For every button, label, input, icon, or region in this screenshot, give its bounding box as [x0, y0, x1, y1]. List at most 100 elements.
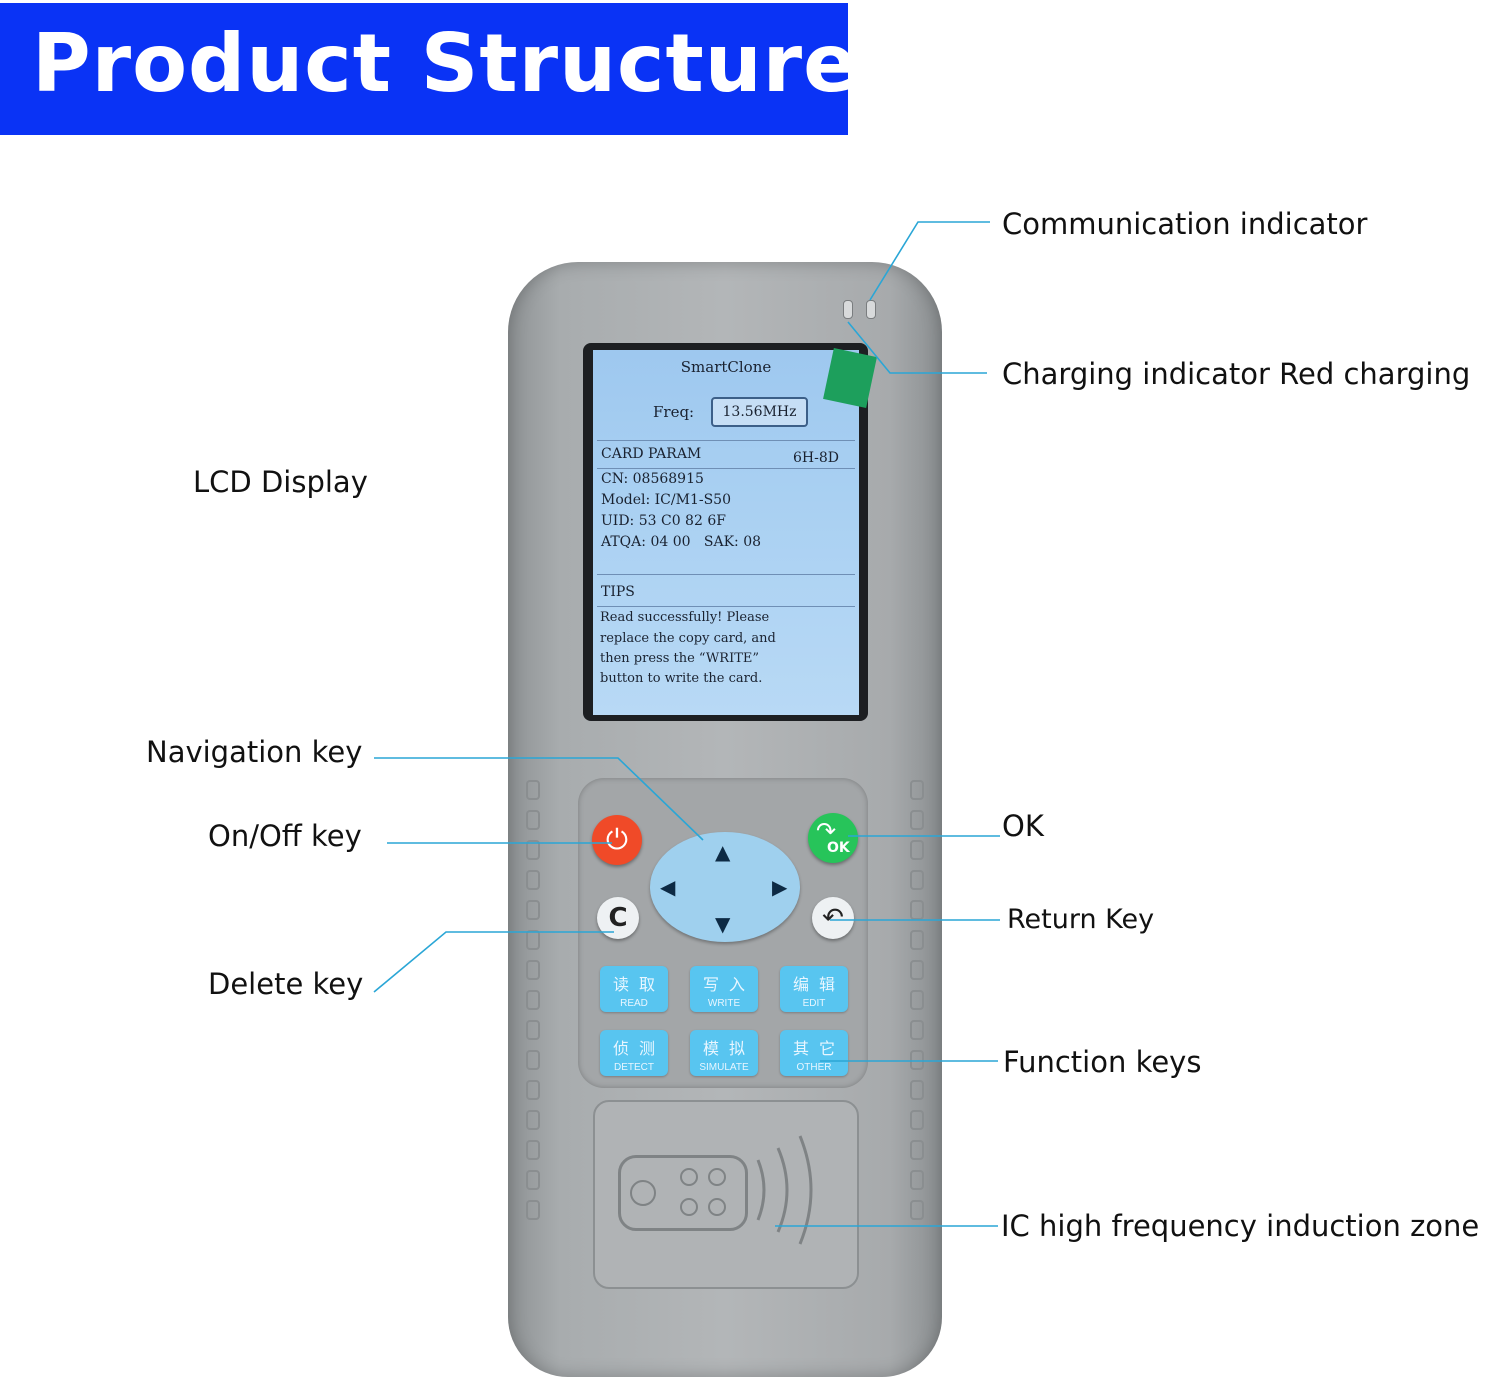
label-on-off-key: On/Off key	[208, 819, 362, 853]
ok-button[interactable]: ↷ OK	[808, 813, 858, 863]
lcd-display: SmartClone Freq: 13.56MHz CARD PARAM 6H-…	[593, 350, 859, 715]
screen-divider	[597, 606, 855, 607]
card-atqa-sak: ATQA: 04 00 SAK: 08	[601, 534, 762, 550]
label-delete-key: Delete key	[208, 967, 364, 1001]
grip	[526, 870, 540, 890]
edit-key-en: EDIT	[802, 998, 826, 1009]
power-button[interactable]: ⏻	[592, 815, 642, 865]
grip	[526, 840, 540, 860]
grip	[910, 810, 924, 830]
tip-line: replace the copy card, and	[600, 631, 776, 646]
card-uid: UID: 53 C0 82 6F	[601, 513, 726, 529]
tip-line: button to write the card.	[600, 671, 763, 686]
nav-right-icon[interactable]: ▶	[772, 875, 788, 899]
read-key-cn: 读取	[612, 975, 665, 994]
return-button[interactable]: ↶	[812, 897, 854, 939]
simulate-key-en: SIMULATE	[699, 1062, 749, 1073]
grip	[910, 1200, 924, 1220]
detect-button[interactable]: 侦测 DETECT	[600, 1030, 668, 1076]
other-key-en: OTHER	[796, 1062, 832, 1073]
grip	[526, 1200, 540, 1220]
chip-dot	[680, 1168, 698, 1186]
label-navigation-key: Navigation key	[146, 735, 363, 769]
chip-dot	[708, 1168, 726, 1186]
write-button[interactable]: 写入 WRITE	[690, 966, 758, 1012]
chip-dot	[630, 1180, 656, 1206]
grip	[526, 1140, 540, 1160]
grip	[910, 1050, 924, 1070]
nav-up-icon[interactable]: ▲	[715, 840, 731, 864]
write-key-en: WRITE	[707, 998, 741, 1009]
grip	[910, 1020, 924, 1040]
freq-value: 13.56MHz	[711, 397, 808, 427]
grip	[526, 1110, 540, 1130]
screen-divider	[597, 574, 855, 575]
other-button[interactable]: 其它 OTHER	[780, 1030, 848, 1076]
banner-title: Product Structure	[32, 17, 859, 110]
grip	[910, 1080, 924, 1100]
grip	[910, 960, 924, 980]
charging-indicator-led	[843, 300, 853, 319]
card-cn: CN: 08568915	[601, 471, 704, 487]
card-param-code: 6H-8D	[793, 450, 839, 466]
grip	[910, 1110, 924, 1130]
label-charging-indicator: Charging indicator Red charging	[1002, 357, 1471, 391]
detect-key-cn: 侦测	[612, 1039, 665, 1058]
label-lcd-display: LCD Display	[193, 465, 368, 499]
power-icon: ⏻	[605, 823, 629, 856]
label-function-keys: Function keys	[1003, 1045, 1202, 1079]
navigation-pad[interactable]: ▲ ▼ ◀ ▶	[650, 832, 800, 942]
title-banner: Product Structure	[0, 3, 857, 135]
grip	[526, 900, 540, 920]
grip	[526, 1080, 540, 1100]
grip	[910, 870, 924, 890]
write-key-cn: 写入	[702, 975, 755, 994]
nav-down-icon[interactable]: ▼	[715, 912, 731, 936]
tip-line: Read successfully! Please	[600, 610, 770, 625]
nav-left-icon[interactable]: ◀	[660, 875, 676, 899]
detect-key-en: DETECT	[614, 1062, 654, 1073]
tip-line: then press the “WRITE”	[600, 651, 760, 666]
return-arrow-icon: ↶	[822, 903, 844, 933]
delete-key-label: C	[608, 903, 628, 933]
grip	[910, 780, 924, 800]
grip	[526, 1050, 540, 1070]
simulate-key-cn: 模拟	[702, 1039, 755, 1058]
grip	[910, 900, 924, 920]
tips-header: TIPS	[601, 584, 635, 600]
grip	[526, 810, 540, 830]
grip	[526, 1020, 540, 1040]
chip-dot	[680, 1198, 698, 1216]
label-ok: OK	[1002, 809, 1044, 843]
screen-divider	[597, 468, 855, 469]
delete-button[interactable]: C	[597, 897, 639, 939]
ok-arrow-icon: ↷	[816, 817, 837, 845]
grip	[910, 1170, 924, 1190]
ok-key-label: OK	[827, 840, 850, 856]
grip	[910, 930, 924, 950]
grip	[526, 1170, 540, 1190]
grip	[526, 990, 540, 1010]
grip	[910, 840, 924, 860]
label-communication-indicator: Communication indicator	[1002, 207, 1368, 241]
freq-label: Freq:	[653, 403, 695, 421]
read-button[interactable]: 读取 READ	[600, 966, 668, 1012]
card-chip-icon	[618, 1155, 748, 1231]
edit-button[interactable]: 编辑 EDIT	[780, 966, 848, 1012]
screen-title: SmartClone	[680, 358, 772, 376]
grip	[526, 780, 540, 800]
grip	[526, 930, 540, 950]
communication-indicator-led	[866, 300, 876, 319]
screen-divider	[597, 440, 855, 441]
label-ic-zone: IC high frequency induction zone	[1001, 1209, 1480, 1243]
read-key-en: READ	[620, 998, 648, 1009]
simulate-button[interactable]: 模拟 SIMULATE	[690, 1030, 758, 1076]
grip	[910, 1140, 924, 1160]
grip	[910, 990, 924, 1010]
chip-dot	[708, 1198, 726, 1216]
other-key-cn: 其它	[792, 1039, 845, 1058]
edit-key-cn: 编辑	[792, 975, 845, 994]
grip	[526, 960, 540, 980]
card-param-header: CARD PARAM	[601, 446, 702, 462]
label-return-key: Return Key	[1007, 904, 1155, 935]
